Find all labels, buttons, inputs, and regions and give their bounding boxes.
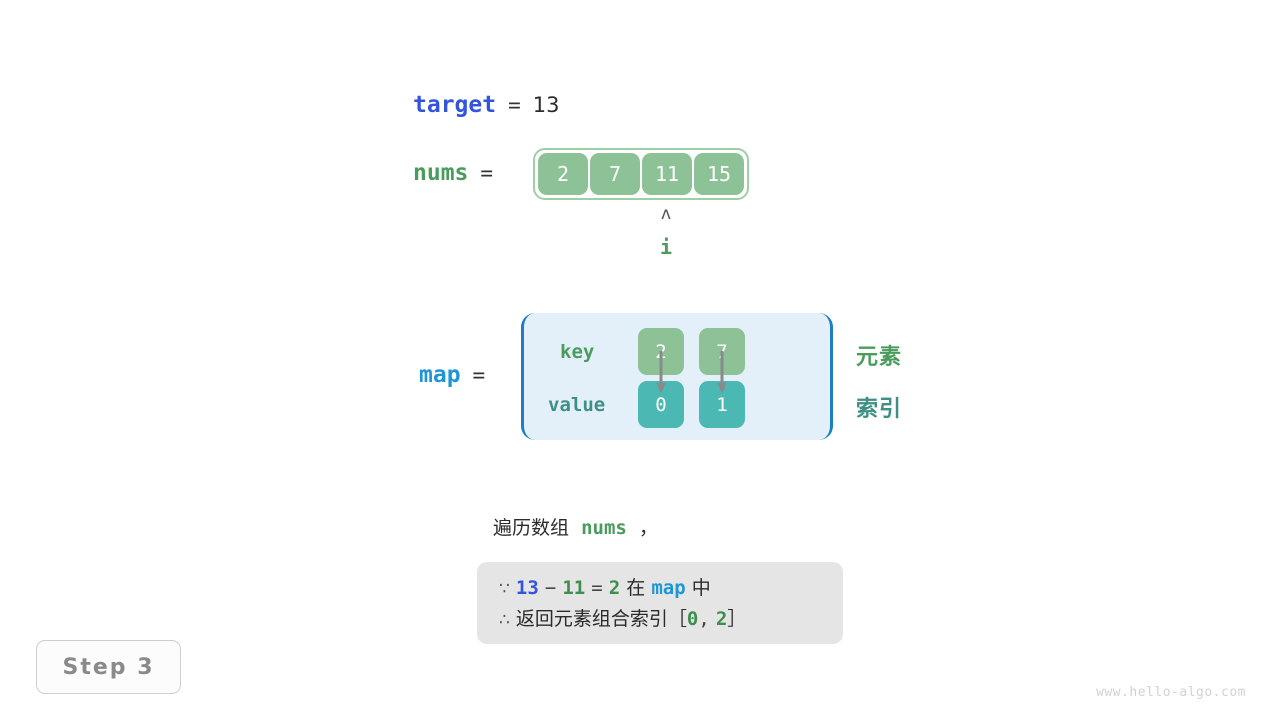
side-label-index: 索引 [856,397,903,422]
nums-equals-sign: = [480,161,494,185]
array-cell: 7 [590,153,640,195]
note-line-1: ∵ 13 − 11 = 2 在 map 中 [499,573,821,604]
caption-suffix: ， [638,517,658,539]
index-pointer: ʌ i [640,205,692,260]
because-symbol: ∵ [499,579,510,599]
note-operand-target: 13 [515,577,539,599]
note-operand-current: 11 [562,577,586,599]
nums-declaration: nums = [413,160,493,186]
map-container: key value 2 7 0 1 [521,313,833,440]
target-value: 13 [532,93,560,117]
caption-code-nums: nums [581,517,627,539]
note-return-index-1: 2 [715,608,728,630]
note-bracket-open: ［ [667,608,687,630]
note-result-value: 2 [608,577,621,599]
note-in-word: 在 [626,577,646,599]
side-label-element: 元素 [856,345,903,370]
target-declaration: target = 13 [413,92,559,118]
map-variable-name: map [419,362,461,388]
target-equals-sign: = [508,93,521,117]
note-tail-word: 中 [691,577,711,599]
array-cell: 2 [538,153,588,195]
map-declaration: map = [419,362,485,388]
step-badge: Step 3 [36,640,181,694]
therefore-symbol: ∴ [499,610,510,630]
note-map-word: map [651,577,686,599]
target-variable-name: target [413,92,497,118]
map-equals-sign: = [472,363,486,387]
caption-prefix: 遍历数组 [493,517,570,539]
note-return-text: 返回元素组合索引 [515,608,668,630]
watermark: www.hello-algo.com [1096,685,1246,700]
note-minus-sign: − [544,577,557,599]
map-value-row-label: value [548,394,606,416]
array-cell: 15 [694,153,744,195]
map-key-row-label: key [560,341,595,363]
note-bracket-close: ］ [727,608,747,630]
pointer-caret-icon: ʌ [660,204,672,224]
note-return-index-0: 0 [686,608,699,630]
note-comma: , [698,608,710,630]
key-to-value-arrow-icon [656,351,666,394]
note-line-2: ∴ 返回元素组合索引 ［ 0 , 2 ］ [499,604,821,635]
array-cell: 11 [642,153,692,195]
note-box: ∵ 13 − 11 = 2 在 map 中 ∴ 返回元素组合索引 ［ 0 , 2… [477,562,843,644]
pointer-label: i [659,235,673,259]
nums-variable-name: nums [413,160,469,186]
note-equals-sign: = [591,577,603,599]
caption-text: 遍历数组 nums ， [493,513,658,540]
key-to-value-arrow-icon [717,351,727,394]
nums-array-container: 2 7 11 15 [533,148,749,200]
